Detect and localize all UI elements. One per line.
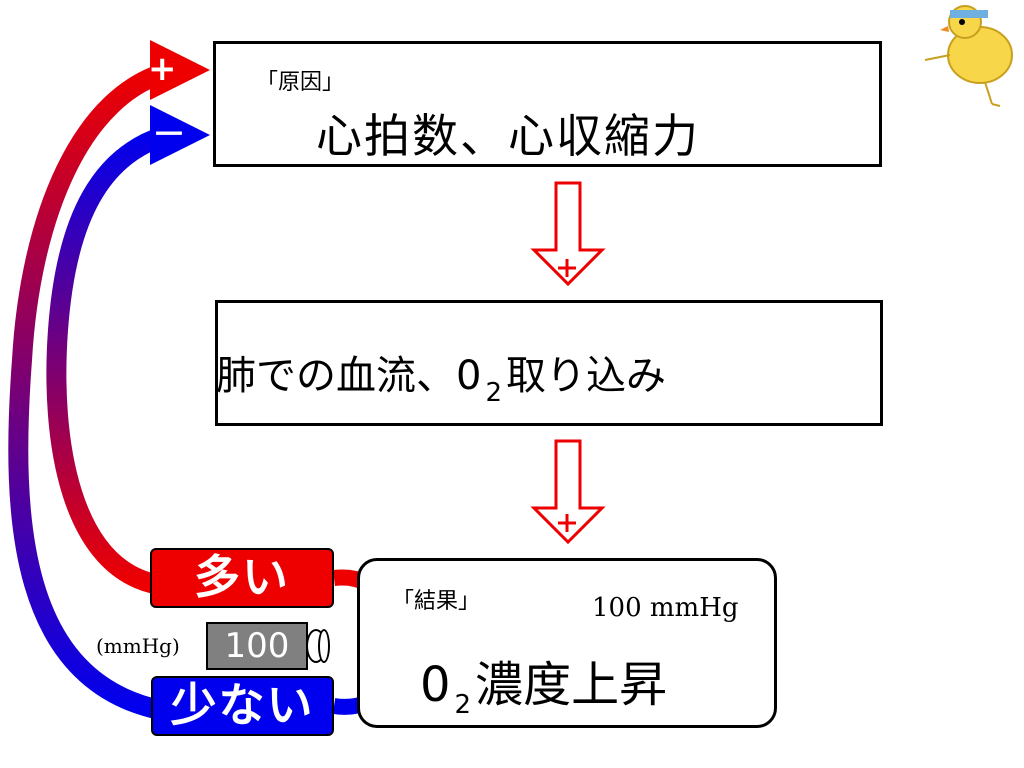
more-pill: 多い (150, 548, 334, 608)
result-value: 100 mmHg (592, 593, 739, 623)
minus-sign: － (152, 115, 186, 155)
down-arrow-2 (530, 439, 606, 545)
outer-feedback-arc (8, 60, 178, 720)
plus-sign: + (148, 49, 177, 89)
minus-arrowhead (150, 105, 210, 165)
lung-subscript: 2 (485, 378, 502, 408)
result-text-before: 0 (420, 657, 451, 713)
result-text-after: 濃度上昇 (475, 657, 668, 713)
lung-text-before: 肺での血流、0 (216, 353, 482, 399)
cause-text: 心拍数、心収縮力 (316, 109, 700, 163)
result-subscript: 2 (454, 690, 472, 720)
cause-label: 「原因」 (256, 70, 345, 95)
down-arrow-1 (530, 181, 606, 287)
inner-feedback-arc (46, 123, 178, 595)
result-label: 「結果」 (392, 589, 481, 614)
cause-box: 「原因」 心拍数、心収縮力 (213, 41, 882, 167)
chick-doodle-icon (924, 5, 1013, 107)
gauge-value: 100 (206, 622, 308, 670)
lung-text-after: 取り込み (506, 353, 666, 399)
plus-arrowhead (150, 40, 210, 100)
gauge-cap-rim (318, 629, 330, 663)
gauge-unit: (mmHg) (96, 634, 180, 658)
less-pill: 少ない (151, 676, 334, 736)
